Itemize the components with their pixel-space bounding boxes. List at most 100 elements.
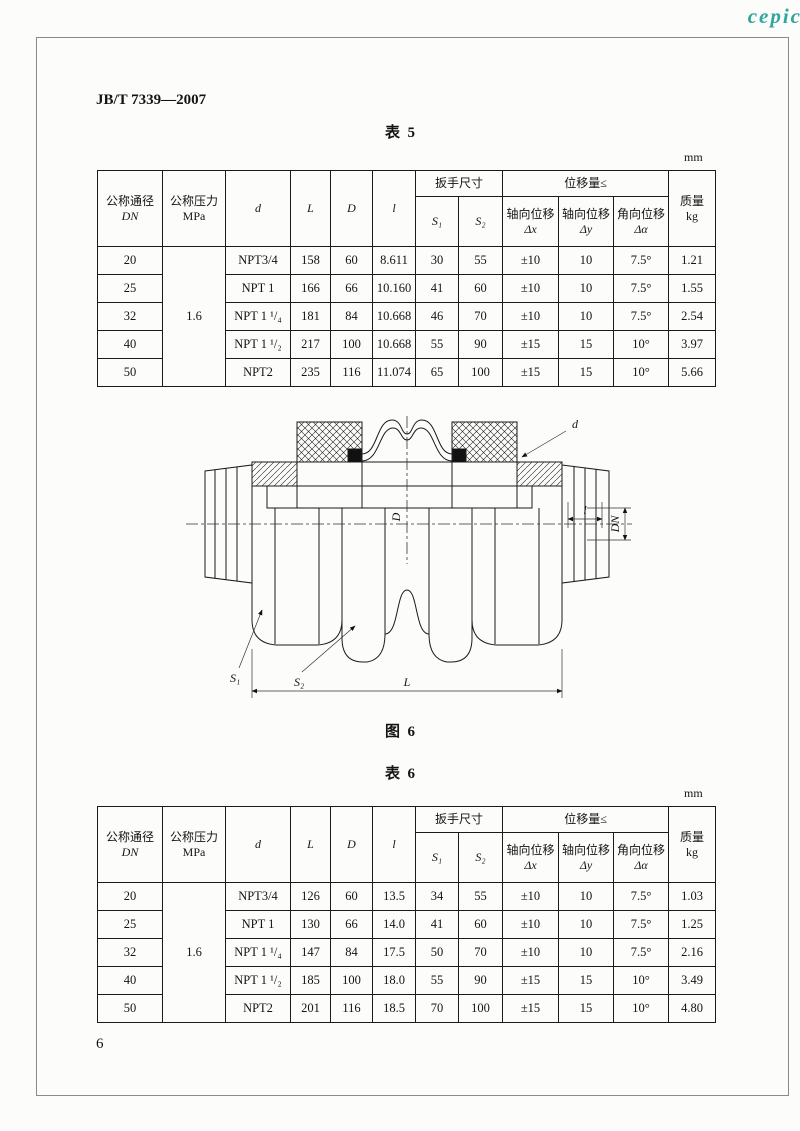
cell-s2: 55 [458, 882, 503, 911]
cell-kg: 2.54 [668, 302, 716, 331]
header-line: 公称通径 [105, 193, 154, 208]
cell-pressure: 1.6 [162, 882, 226, 1023]
col-header-s1: S₁ [415, 196, 459, 247]
col-group-wrench-size: 扳手尺寸 [415, 170, 503, 197]
cell-d: NPT 1 [225, 910, 291, 939]
col-header-L: L [290, 170, 331, 247]
table-row: 32 NPT 1 ¹/₄ 181 84 10.668 46 70 ±10 10 … [97, 302, 716, 331]
cell-s2: 60 [458, 910, 503, 939]
cell-kg: 3.49 [668, 966, 716, 995]
cell-s2: 55 [458, 246, 503, 275]
col-header-l: l [372, 806, 416, 883]
cell-da: 10° [613, 966, 669, 995]
col-header-s1: S₁ [415, 832, 459, 883]
cell-d: NPT 1 [225, 274, 291, 303]
col-header-angular-da: 角向位移 Δα [613, 196, 669, 247]
cell-s2: 90 [458, 966, 503, 995]
header-line: 轴向位移 [561, 206, 610, 221]
cell-L: 166 [290, 274, 331, 303]
cell-l: 10.668 [372, 330, 416, 359]
cell-kg: 5.66 [668, 358, 716, 387]
cell-s1: 46 [415, 302, 459, 331]
cell-s1: 30 [415, 246, 459, 275]
cell-l: 10.668 [372, 302, 416, 331]
technical-drawing: d l DN D S₁ S₂ L [186, 416, 632, 698]
cell-kg: 1.25 [668, 910, 716, 939]
cell-dy: 10 [558, 274, 614, 303]
table-row: 40 NPT 1 ¹/₂ 185 100 18.0 55 90 ±15 15 1… [97, 966, 716, 995]
header-line: Δx [524, 221, 537, 236]
dim-label-s2: S₂ [294, 675, 304, 689]
cell-kg: 1.55 [668, 274, 716, 303]
cell-dn: 40 [97, 966, 163, 995]
cell-s2: 90 [458, 330, 503, 359]
cell-da: 10° [613, 994, 669, 1023]
cell-da: 7.5° [613, 246, 669, 275]
header-line: 轴向位移 [561, 842, 610, 857]
cell-D: 84 [330, 302, 373, 331]
dim-label-s1: S₁ [230, 671, 240, 685]
col-header-axial-dx: 轴向位移 Δx [502, 832, 559, 883]
col-header-s2: S₂ [458, 196, 503, 247]
header-line: DN [121, 208, 139, 223]
gland-blocks-hatched [296, 421, 518, 463]
cell-dy: 15 [558, 358, 614, 387]
cell-s2: 70 [458, 938, 503, 967]
col-header-pressure: 公称压力 MPa [162, 806, 226, 883]
cell-dx: ±15 [502, 994, 559, 1023]
dimension-lines [238, 430, 631, 698]
cell-dx: ±10 [502, 938, 559, 967]
cell-d: NPT 1 ¹/₂ [225, 330, 291, 359]
figure6-caption: 图 6 [384, 724, 415, 740]
header-line: 角向位移 [616, 842, 665, 857]
cell-L: 235 [290, 358, 331, 387]
cell-s1: 50 [415, 938, 459, 967]
col-header-D: D [330, 806, 373, 883]
cell-da: 7.5° [613, 882, 669, 911]
doc-number: JB/T 7339—2007 [96, 92, 207, 108]
table-row: 20 1.6 NPT3/4 158 60 8.611 30 55 ±10 10 … [97, 246, 716, 387]
cell-s2: 70 [458, 302, 503, 331]
cell-dy: 15 [558, 994, 614, 1023]
cell-L: 185 [290, 966, 331, 995]
header-line: 质量 [679, 193, 704, 208]
header-line: Δy [579, 857, 593, 872]
table-row: 50 NPT2 235 116 11.074 65 100 ±15 15 10°… [97, 358, 716, 387]
cell-d: NPT3/4 [225, 246, 291, 275]
table-row: 20 1.6 NPT3/4 126 60 13.5 34 55 ±10 10 7… [97, 882, 716, 1023]
cell-dx: ±15 [502, 966, 559, 995]
header-line: MPa [182, 844, 206, 859]
cell-L: 126 [290, 882, 331, 911]
header-line: 质量 [679, 829, 704, 844]
centerlines [186, 416, 632, 564]
table-5: 公称通径 DN 公称压力 MPa d L D l 扳手尺寸 位移量≤ 质量 kg [97, 170, 716, 387]
cell-l: 18.5 [372, 994, 416, 1023]
cell-dy: 10 [558, 246, 614, 275]
col-group-displacement: 位移量≤ [502, 170, 669, 197]
header-line: DN [121, 844, 139, 859]
cell-dn: 25 [97, 910, 163, 939]
hex-nuts-exterior [251, 508, 563, 663]
cell-L: 130 [290, 910, 331, 939]
cell-dn: 32 [97, 302, 163, 331]
col-header-dn: 公称通径 DN [97, 806, 163, 883]
cell-dn: 40 [97, 330, 163, 359]
cell-D: 100 [330, 966, 373, 995]
cell-s1: 55 [415, 330, 459, 359]
header-line: 轴向位移 [506, 842, 555, 857]
page-number: 6 [96, 1036, 104, 1052]
table-row: 25 NPT 1 166 66 10.160 41 60 ±10 10 7.5°… [97, 274, 716, 303]
cell-d: NPT2 [225, 994, 291, 1023]
col-group-wrench-size: 扳手尺寸 [415, 806, 503, 833]
col-header-mass: 质量 kg [668, 170, 716, 247]
cell-dy: 15 [558, 330, 614, 359]
cell-s1: 41 [415, 274, 459, 303]
cell-L: 158 [290, 246, 331, 275]
table-row: 25 NPT 1 130 66 14.0 41 60 ±10 10 7.5° 1… [97, 910, 716, 939]
col-header-d: d [225, 806, 291, 883]
seal-ring-right [452, 448, 467, 463]
cell-l: 17.5 [372, 938, 416, 967]
header-line: Δα [634, 221, 648, 236]
header-line: 轴向位移 [506, 206, 555, 221]
cell-L: 201 [290, 994, 331, 1023]
